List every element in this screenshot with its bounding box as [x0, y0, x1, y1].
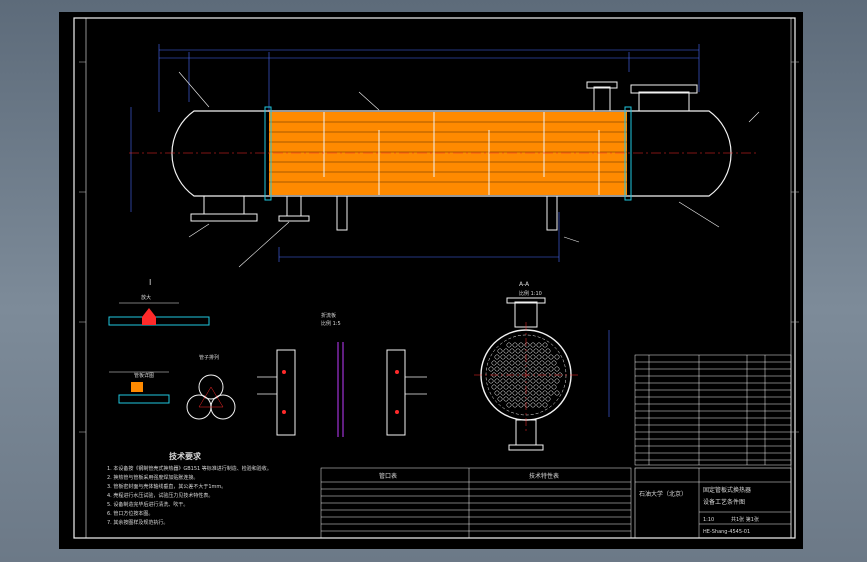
- tubesheet-detail: 管板详图: [109, 371, 170, 404]
- nozzle-top-1-flange: [586, 81, 618, 89]
- drawing-scale: 1:10: [703, 517, 714, 523]
- section-aa: A-A 比例 1:10: [474, 281, 610, 451]
- sheet-count: 共1张 第1张: [731, 516, 759, 523]
- saddle-left: [336, 195, 348, 231]
- main-exchanger: [129, 44, 760, 268]
- tube-sheet-left: [264, 106, 272, 201]
- tech-line: 5. 设备制造完毕后进行清洗、吹干。: [107, 501, 188, 508]
- parts-list: [634, 354, 792, 466]
- tech-line: 7. 其余按图样及规范执行。: [107, 519, 168, 526]
- tube-hole-pattern: [488, 342, 563, 408]
- tube-bundle: [269, 112, 627, 195]
- drawing-number: HE-Shang-4545-01: [703, 529, 750, 535]
- nozzle-bottom-1-flange: [190, 213, 258, 222]
- tech-title: 技术要求: [169, 451, 202, 461]
- baffles: [323, 112, 600, 195]
- tube-sheet-right: [624, 106, 632, 201]
- nozzle-bottom-2-flange: [278, 215, 310, 222]
- weld-label: I: [149, 278, 151, 287]
- section-label: A-A: [519, 281, 530, 288]
- tube-lines: [269, 121, 627, 183]
- tech-line: 4. 壳程进行水压试验，试验压力见技术特性表。: [107, 492, 213, 499]
- nozzle-table-title: 管口表: [379, 472, 397, 480]
- tubesheet-detail-label: 管板详图: [134, 372, 154, 379]
- weld-scale: 放大: [141, 294, 151, 301]
- tube-arrangement: 管子排列: [186, 354, 236, 420]
- shell: [171, 110, 732, 197]
- tech-line: 2. 换热管与管板采用强度焊加贴胀连接。: [107, 474, 198, 481]
- baffle-views: 折流板 比例 1:5: [257, 312, 427, 437]
- nozzle-bottom-2: [286, 195, 302, 217]
- drawing-sheet: I 放大 管板详图 管子排列 折流板 比例 1:5: [59, 12, 803, 549]
- layout-label: 管子排列: [199, 354, 219, 361]
- nozzle-top-2-flange: [630, 84, 698, 94]
- section-scale: 比例 1:10: [519, 290, 542, 297]
- title-block: 石油大学（北京） 固定管板式换热器 设备工艺条件图 1:10 共1张 第1张 H…: [634, 467, 792, 539]
- tech-lines: 1. 本设备按《钢制管壳式换热器》GB151 等标准进行制造、检验和验收。 2. …: [107, 465, 272, 526]
- nozzle-top-2: [638, 91, 690, 112]
- nozzle-bottom-1: [203, 195, 245, 215]
- leader-lines: [178, 71, 760, 268]
- bottom-tables: [320, 467, 632, 539]
- baffle-scale: 比例 1:5: [321, 320, 341, 327]
- top-dimensions: [130, 44, 700, 262]
- tech-line: 1. 本设备按《钢制管壳式换热器》GB151 等标准进行制造、检验和验收。: [107, 465, 272, 472]
- baffle-label: 折流板: [321, 312, 336, 319]
- tech-line: 6. 管口方位按本图。: [107, 510, 153, 517]
- school-name: 石油大学（北京）: [639, 490, 687, 498]
- saddle-right: [546, 195, 558, 231]
- cad-drawing: I 放大 管板详图 管子排列 折流板 比例 1:5: [73, 17, 799, 539]
- weld-detail: I 放大: [108, 278, 210, 326]
- zone-ticks: [79, 61, 799, 433]
- drawing-subtitle: 设备工艺条件图: [703, 498, 745, 506]
- drawing-name: 固定管板式换热器: [703, 486, 751, 494]
- nozzle-top-1: [593, 86, 611, 112]
- tech-line: 3. 管板密封面与壳体轴线垂直，其公差不大于1mm。: [107, 483, 226, 490]
- tech-requirements: 技术要求 1. 本设备按《钢制管壳式换热器》GB151 等标准进行制造、检验和验…: [107, 451, 272, 526]
- spec-table-title: 技术特性表: [529, 472, 559, 480]
